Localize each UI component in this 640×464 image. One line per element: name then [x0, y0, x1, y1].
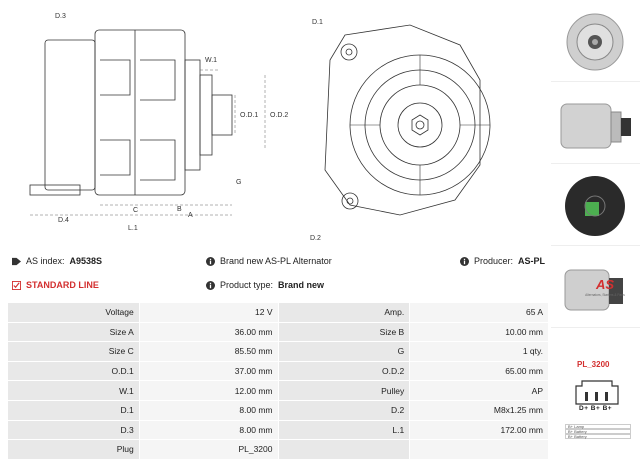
thumbnail-angle-view[interactable] [551, 246, 640, 328]
plug-legend: B+ Lamp B+ Battery B+ Battery [565, 424, 631, 439]
thumbnail-side-view[interactable] [551, 82, 640, 164]
spec-value: 65.00 mm [409, 360, 549, 382]
spec-value: 8.00 mm [138, 399, 279, 421]
label-od1: O.D.1 [240, 112, 258, 119]
label-c: C [133, 207, 138, 214]
spec-value: 172.00 mm [409, 419, 549, 441]
spec-value: 37.00 mm [138, 360, 279, 382]
spec-value: 65 A [409, 302, 549, 323]
standard-line-row: STANDARD LINE [12, 280, 99, 290]
product-type-row: Product type: Brand new [206, 280, 324, 290]
producer-value: AS-PL [518, 256, 546, 266]
spec-key: Pulley [277, 380, 411, 401]
spec-key [277, 439, 411, 460]
alternator-dimension-drawing: D.3 D.4 W.1 O.D.1 O.D.2 G B A C L.1 D.1 … [29, 13, 491, 242]
spec-value: 8.00 mm [138, 419, 279, 441]
spec-key: Plug [7, 439, 140, 460]
product-type-label: Product type: [220, 280, 274, 290]
as-pl-logo: AS Alternators, Starters & Parts [580, 276, 630, 298]
spec-value: AP [409, 380, 549, 401]
spec-key: Voltage [7, 302, 140, 323]
thumbnail-rear-view[interactable] [551, 164, 640, 246]
spec-key: Size A [7, 321, 140, 343]
label-d1: D.1 [312, 19, 323, 26]
info-icon [206, 256, 215, 266]
spec-key: Size B [277, 321, 411, 343]
plug-terminals: D+ B+ B+ [579, 405, 613, 412]
label-l1: L.1 [128, 225, 138, 232]
label-d3: D.3 [55, 13, 66, 20]
standard-line-label: STANDARD LINE [26, 280, 99, 290]
spec-key: G [277, 341, 411, 362]
thumbnail-front-view[interactable] [551, 0, 640, 82]
alternator-side-image [560, 103, 631, 149]
spec-value: 36.00 mm [138, 321, 279, 343]
spec-key: D.1 [7, 399, 140, 421]
checkbox-icon [12, 280, 21, 290]
spec-key: O.D.1 [7, 360, 140, 382]
label-od2: O.D.2 [270, 112, 288, 119]
producer-row: Producer: AS-PL [460, 256, 545, 266]
tag-icon [12, 257, 21, 265]
brand-row: Brand new AS-PL Alternator [206, 256, 332, 266]
alternator-angle-image [564, 269, 623, 311]
info-icon [460, 256, 469, 266]
label-w1: W.1 [205, 57, 217, 64]
spec-value: M8x1.25 mm [409, 399, 549, 421]
label-g: G [236, 179, 241, 186]
spec-value: 1 qty. [409, 341, 549, 362]
label-d4: D.4 [58, 217, 69, 224]
spec-value [409, 439, 549, 460]
spec-key: Size C [7, 341, 140, 362]
as-index-label: AS index: [26, 256, 65, 266]
as-index-value: A9538S [69, 256, 103, 266]
plug-diagram [575, 380, 619, 405]
brand-text: Brand new AS-PL Alternator [220, 256, 332, 266]
info-icon [206, 280, 215, 290]
as-index-row: AS index: A9538S [12, 256, 102, 266]
spec-value: 10.00 mm [409, 321, 549, 343]
spec-key: L.1 [277, 419, 411, 441]
spec-value: 12 V [138, 302, 279, 323]
spec-key: W.1 [7, 380, 140, 401]
label-a: A [188, 212, 193, 219]
logo-tagline: Alternators, Starters & Parts [585, 293, 625, 297]
technical-drawing: D.3 D.4 W.1 O.D.1 O.D.2 G B A C L.1 D.1 … [0, 0, 550, 250]
plug-code: PL_3200 [577, 360, 610, 369]
producer-label: Producer: [474, 256, 514, 266]
spec-value: 12.00 mm [138, 380, 279, 401]
product-info: AS index: A9538S Brand new AS-PL Alterna… [8, 256, 548, 296]
alternator-rear-image [565, 176, 625, 236]
product-type-value: Brand new [278, 280, 325, 290]
spec-key: Amp. [277, 302, 411, 323]
spec-key: D.3 [7, 419, 140, 441]
spec-key: D.2 [277, 399, 411, 421]
label-d2: D.2 [310, 235, 321, 242]
spec-key: O.D.2 [277, 360, 411, 382]
label-b: B [177, 206, 182, 213]
spec-value: 85.50 mm [138, 341, 279, 362]
legend-item: B+ Battery [565, 429, 631, 434]
logo-mark: AS [595, 277, 614, 292]
product-thumbnails [551, 0, 640, 328]
legend-item: B+ Battery [565, 434, 631, 439]
spec-value: PL_3200 [138, 439, 279, 460]
legend-item: B+ Lamp [565, 424, 631, 429]
alternator-front-image [566, 13, 624, 71]
